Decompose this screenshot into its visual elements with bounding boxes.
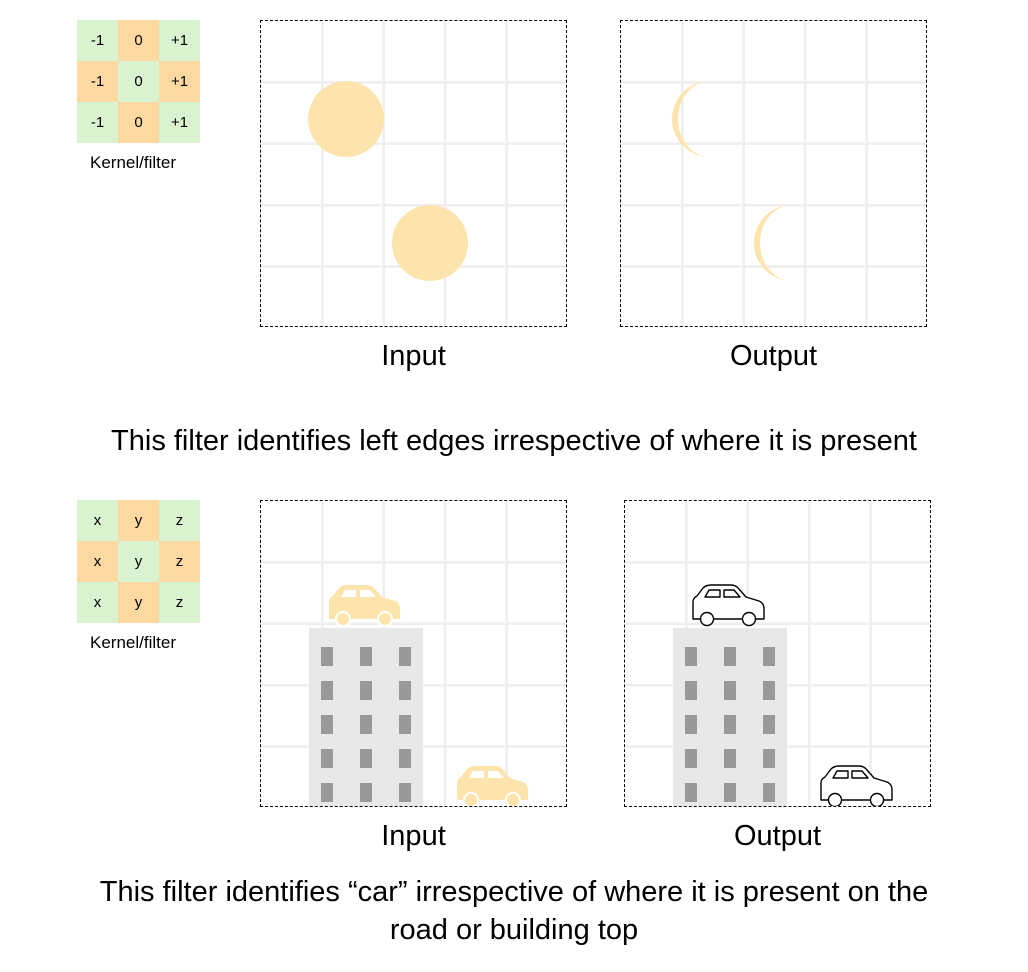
kernel-cell: -1 <box>77 61 118 102</box>
section2-caption-line1: This filter identifies “car” irrespectiv… <box>0 873 1028 911</box>
car-outline-icon <box>693 585 764 626</box>
kernel-filter-grid: x y z x y z x y z <box>77 500 200 623</box>
output-panel <box>624 500 931 807</box>
output-label: Output <box>620 340 927 373</box>
output-panel-grid <box>621 21 927 327</box>
kernel-filter-grid: -1 0 +1 -1 0 +1 -1 0 +1 <box>77 20 200 143</box>
car-shape <box>457 766 528 807</box>
kernel-cell: y <box>118 500 159 541</box>
circle-shape <box>308 81 384 157</box>
output-label: Output <box>624 820 931 853</box>
section1-caption: This filter identifies left edges irresp… <box>0 422 1028 460</box>
input-panel-grid <box>261 21 567 327</box>
kernel-cell: 0 <box>118 102 159 143</box>
kernel-cell: +1 <box>159 61 200 102</box>
kernel-cell: y <box>118 541 159 582</box>
left-edge-crescent <box>754 205 792 281</box>
circle-shape <box>392 205 468 281</box>
section2-caption-line2: road or building top <box>0 911 1028 949</box>
kernel-cell: x <box>77 541 118 582</box>
kernel-caption: Kernel/filter <box>68 633 198 653</box>
output-panel <box>620 20 927 327</box>
kernel-cell: z <box>159 541 200 582</box>
kernel-cell: +1 <box>159 102 200 143</box>
input-label: Input <box>260 820 567 853</box>
input-label: Input <box>260 340 567 373</box>
kernel-cell: -1 <box>77 102 118 143</box>
kernel-cell: y <box>118 582 159 623</box>
input-panel-grid <box>261 501 567 807</box>
kernel-cell: 0 <box>118 20 159 61</box>
kernel-cell: 0 <box>118 61 159 102</box>
input-panel <box>260 20 567 327</box>
building-shape <box>673 628 787 807</box>
kernel-cell: z <box>159 500 200 541</box>
input-panel <box>260 500 567 807</box>
kernel-cell: z <box>159 582 200 623</box>
car-shape <box>329 585 400 626</box>
kernel-caption: Kernel/filter <box>68 153 198 173</box>
kernel-cell: x <box>77 582 118 623</box>
kernel-cell: x <box>77 500 118 541</box>
building-shape <box>309 628 423 807</box>
car-outline-icon <box>821 766 892 807</box>
kernel-cell: +1 <box>159 20 200 61</box>
output-panel-grid <box>625 501 931 807</box>
kernel-cell: -1 <box>77 20 118 61</box>
left-edge-crescent <box>672 81 710 157</box>
